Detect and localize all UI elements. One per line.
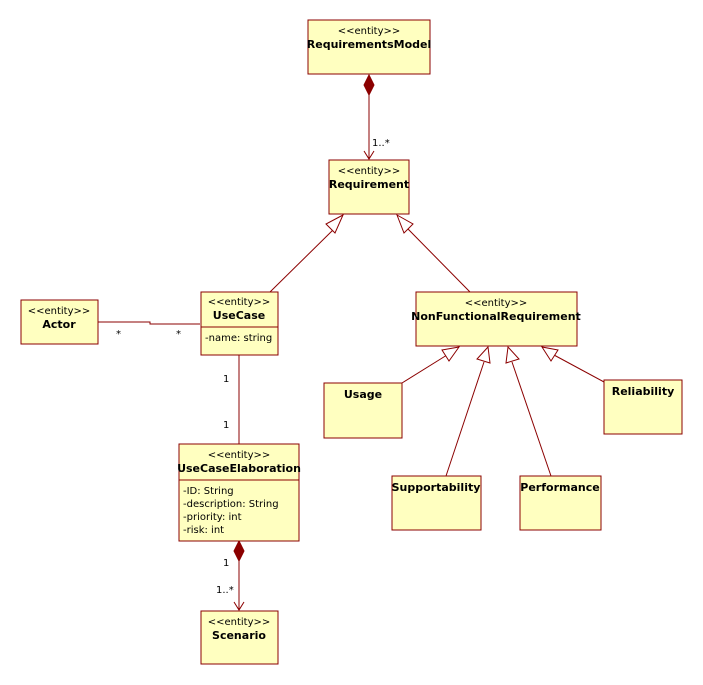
class-stereotype: <<entity>> (28, 306, 91, 317)
multiplicity-label: * (176, 329, 181, 340)
class-name: UseCase (213, 309, 265, 322)
inheritance-triangle-icon (441, 346, 461, 362)
class-requirements-model[interactable]: <<entity>> RequirementsModel (307, 19, 431, 75)
class-non-functional-requirement[interactable]: <<entity>> NonFunctionalRequirement (411, 291, 581, 347)
class-stereotype: <<entity>> (208, 297, 271, 308)
class-requirement[interactable]: <<entity>> Requirement (328, 159, 410, 215)
class-name: RequirementsModel (307, 38, 431, 51)
class-attribute: -risk: int (183, 525, 224, 536)
association-actor-usecase (98, 321, 200, 325)
class-reliability[interactable]: Reliability (603, 379, 683, 435)
class-usage[interactable]: Usage (323, 382, 403, 439)
generalization-reliability-nfr (540, 346, 605, 383)
class-name: Supportability (392, 481, 481, 494)
class-name: Usage (344, 388, 382, 401)
class-actor[interactable]: <<entity>> Actor (20, 299, 99, 345)
generalization-usage-nfr (401, 346, 461, 384)
class-name: Requirement (329, 178, 409, 191)
arrowhead-icon (233, 601, 245, 611)
class-name: UseCaseElaboration (177, 462, 301, 475)
class-stereotype: <<entity>> (338, 26, 401, 37)
class-use-case-elaboration[interactable]: <<entity>> UseCaseElaboration -ID: Strin… (177, 443, 301, 542)
class-name: NonFunctionalRequirement (411, 310, 581, 323)
inheritance-triangle-icon (325, 213, 345, 234)
composition-diamond-icon (233, 539, 245, 563)
generalization-performance-nfr (505, 345, 552, 477)
class-stereotype: <<entity>> (208, 450, 271, 461)
class-name: Reliability (612, 385, 675, 398)
class-attribute: -description: String (183, 499, 279, 510)
class-name: Scenario (212, 629, 266, 642)
class-scenario[interactable]: <<entity>> Scenario (200, 610, 279, 665)
composition-model-requirement (363, 73, 375, 160)
inheritance-triangle-icon (396, 213, 414, 234)
class-use-case[interactable]: <<entity>> UseCase -name: string (200, 291, 279, 356)
inheritance-triangle-icon (540, 346, 559, 362)
class-stereotype: <<entity>> (208, 617, 271, 628)
multiplicity-label: 1..* (216, 585, 234, 596)
arrowhead-icon (363, 150, 375, 160)
class-supportability[interactable]: Supportability (391, 475, 482, 531)
composition-elaboration-scenario (233, 539, 245, 611)
class-attribute: -name: string (205, 333, 272, 344)
multiplicity-label: 1..* (372, 138, 390, 149)
class-attribute: -ID: String (183, 486, 234, 497)
generalization-nfr-requirement (396, 213, 471, 293)
class-stereotype: <<entity>> (465, 298, 528, 309)
multiplicity-label: 1 (223, 420, 229, 431)
class-performance[interactable]: Performance (519, 475, 602, 531)
class-stereotype: <<entity>> (338, 166, 401, 177)
class-name: Performance (520, 481, 599, 494)
generalization-supportability-nfr (445, 345, 491, 477)
composition-diamond-icon (363, 73, 375, 97)
inheritance-triangle-icon (476, 345, 491, 364)
generalization-usecase-requirement (269, 213, 345, 293)
inheritance-triangle-icon (505, 345, 520, 364)
multiplicity-label: * (116, 329, 121, 340)
class-attribute: -priority: int (183, 512, 242, 523)
multiplicity-label: 1 (223, 558, 229, 569)
class-name: Actor (42, 318, 76, 331)
multiplicity-label: 1 (223, 374, 229, 385)
